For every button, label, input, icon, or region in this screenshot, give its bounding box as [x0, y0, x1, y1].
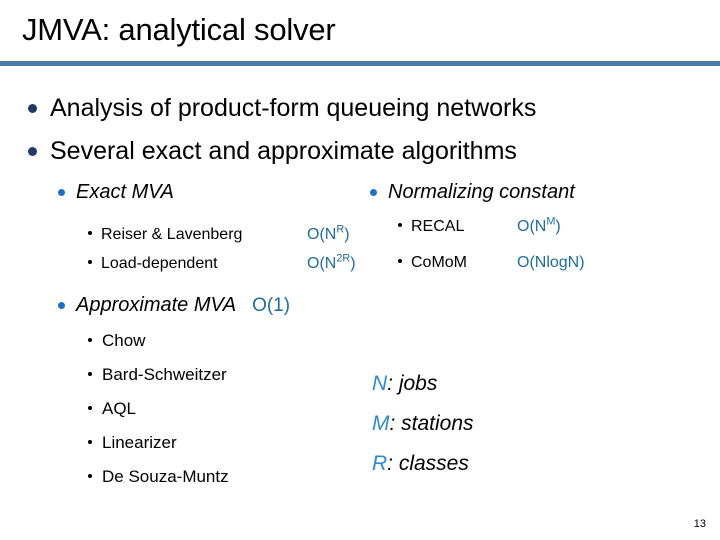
bullet-dot-icon [398, 223, 402, 227]
legend-row-classes: R: classes [372, 450, 474, 490]
algorithm-name: Linearizer [102, 433, 177, 452]
main-bullet-label: Several exact and approximate algorithms [50, 137, 517, 165]
section-complexity: O(1) [252, 295, 291, 316]
algorithm-row-recal: RECAL O(NM) [398, 216, 561, 238]
section-heading-exact-mva: Exact MVA [58, 180, 174, 205]
legend-definition: : classes [387, 452, 469, 475]
algorithm-name: Load-dependent [101, 255, 218, 272]
bullet-dot-icon [88, 406, 92, 410]
algorithm-name: CoMoM [411, 254, 468, 271]
bullet-dot-icon [88, 440, 92, 444]
algorithm-name: Chow [102, 331, 146, 350]
approximate-algorithm-list: Chow Bard-Schweitzer AQL Linearizer De S… [88, 330, 229, 500]
algorithm-name: De Souza-Muntz [102, 467, 229, 486]
legend-row-stations: M: stations [372, 410, 474, 450]
list-item: De Souza-Muntz [88, 466, 229, 500]
section-heading-label: Approximate MVA [76, 294, 237, 316]
notation-legend: N: jobs M: stations R: classes [372, 370, 474, 490]
list-item: Linearizer [88, 432, 229, 466]
bullet-dot-icon [88, 338, 92, 342]
main-bullet-label: Analysis of product-form queueing networ… [50, 94, 537, 122]
bullet-dot-icon [88, 474, 92, 478]
legend-row-jobs: N: jobs [372, 370, 474, 410]
algorithm-row-load-dependent: Load-dependent O(N2R) [88, 253, 356, 275]
bullet-dot-icon [88, 372, 92, 376]
algorithm-complexity: O(NR) [307, 223, 350, 243]
list-item: Chow [88, 330, 229, 364]
algorithm-name: AQL [102, 399, 137, 418]
legend-symbol: N [372, 372, 388, 395]
bullet-dot-icon [370, 189, 377, 196]
algorithm-row-reiser-lavenberg: Reiser & Lavenberg O(NR) [88, 224, 350, 246]
algorithm-complexity: O(NM) [517, 215, 561, 235]
algorithm-row-comom: CoMoM O(NlogN) [398, 252, 585, 274]
section-heading-label: Exact MVA [76, 181, 174, 203]
algorithm-name: Bard-Schweitzer [102, 365, 227, 384]
bullet-dot-icon [28, 103, 37, 113]
legend-symbol: R [372, 452, 388, 475]
bullet-dot-icon [88, 231, 92, 235]
legend-definition: : jobs [387, 372, 438, 395]
slide-number: 13 [693, 518, 706, 530]
title-divider [0, 61, 720, 66]
page-title: JMVA: analytical solver [22, 12, 336, 47]
algorithm-name: RECAL [411, 218, 465, 235]
legend-definition: : stations [389, 412, 474, 435]
algorithm-complexity: O(NlogN) [517, 254, 585, 271]
list-item: AQL [88, 398, 229, 432]
bullet-dot-icon [58, 189, 65, 196]
algorithm-complexity: O(N2R) [307, 252, 356, 272]
bullet-dot-icon [398, 259, 402, 263]
main-bullet-algorithms: Several exact and approximate algorithms [28, 136, 517, 166]
title-block: JMVA: analytical solver [22, 8, 698, 60]
legend-symbol: M [372, 412, 390, 435]
section-heading-label: Normalizing constant [388, 181, 575, 203]
bullet-dot-icon [28, 146, 37, 156]
section-heading-normalizing-constant: Normalizing constant [370, 180, 575, 205]
main-bullet-analysis: Analysis of product-form queueing networ… [28, 93, 536, 123]
bullet-dot-icon [58, 302, 65, 309]
list-item: Bard-Schweitzer [88, 364, 229, 398]
section-heading-approximate-mva: Approximate MVA O(1) [58, 293, 290, 318]
algorithm-name: Reiser & Lavenberg [101, 226, 243, 243]
bullet-dot-icon [88, 260, 92, 264]
